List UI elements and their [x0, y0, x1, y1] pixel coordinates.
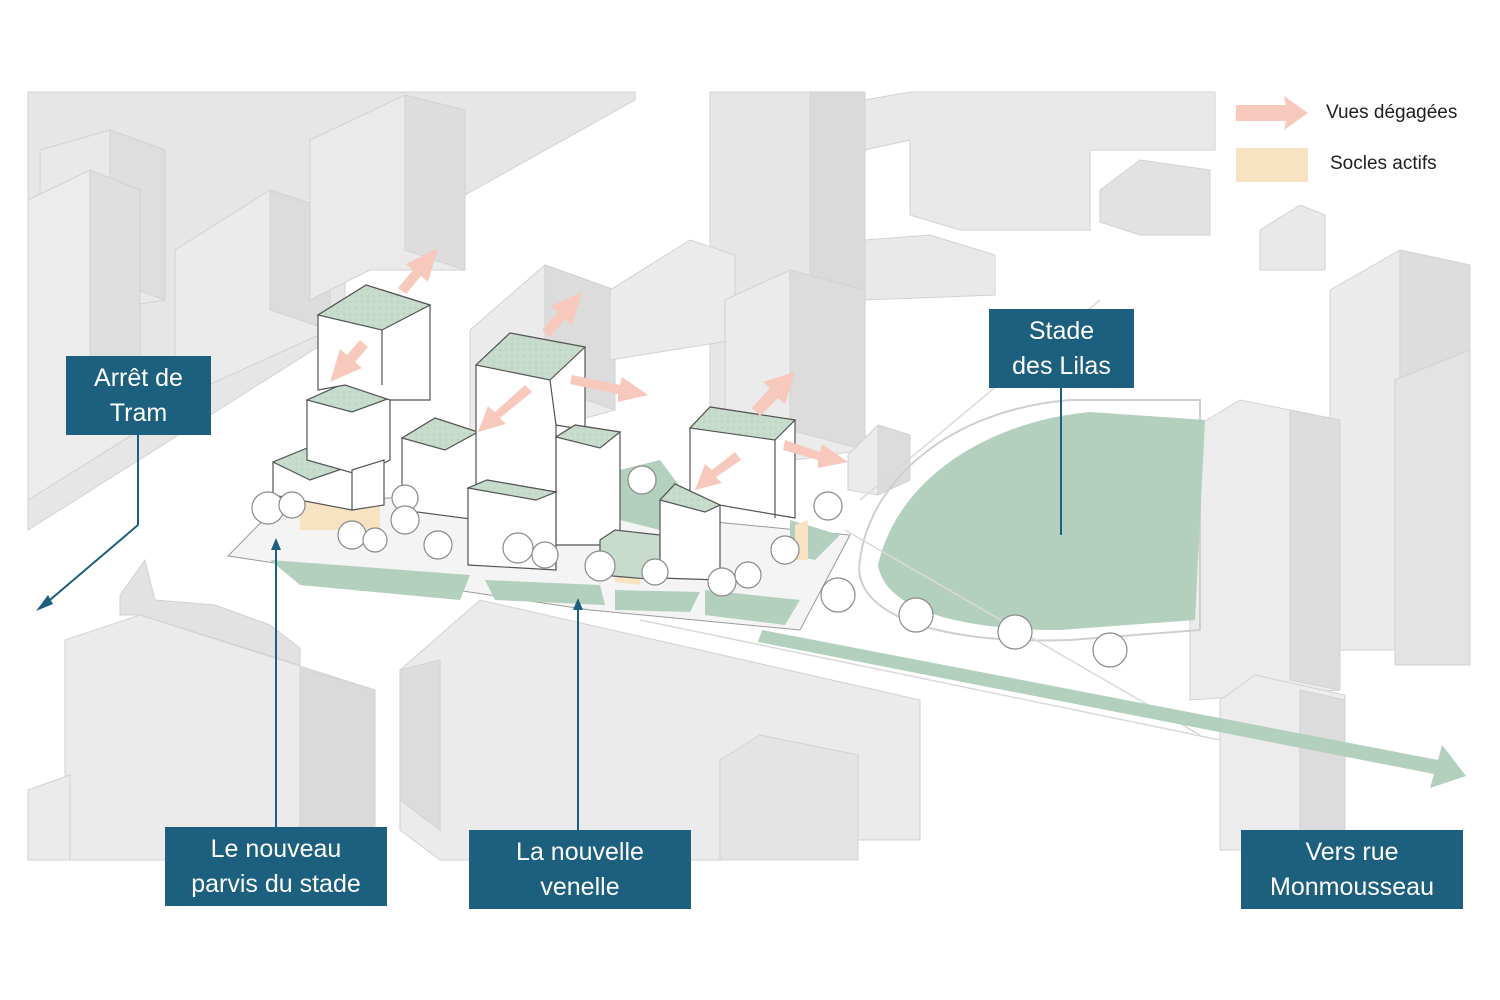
route-arrow	[758, 630, 1466, 788]
view-arrows	[330, 248, 848, 490]
trees	[251, 465, 1128, 668]
callout-stade: Stade des Lilas	[989, 309, 1134, 388]
callout-parvis-line2: parvis du stade	[191, 869, 361, 898]
legend-label-socles: Socles actifs	[1330, 153, 1437, 174]
active-base-legend-swatch	[1236, 148, 1308, 182]
callout-venelle-line2: venelle	[540, 872, 620, 901]
stadium	[858, 399, 1205, 642]
project-buildings	[271, 284, 797, 581]
callout-monmousseau: Vers rue Monmousseau	[1241, 830, 1463, 909]
callout-tram-line2: Tram	[109, 398, 168, 427]
callout-parvis: Le nouveau parvis du stade	[165, 827, 387, 906]
callout-venelle: La nouvelle venelle	[469, 830, 691, 909]
callout-monmousseau-line1: Vers rue	[1305, 837, 1399, 866]
callout-parvis-line1: Le nouveau	[210, 834, 342, 863]
legend-label-vues: Vues dégagées	[1326, 102, 1458, 123]
legend-symbols	[1236, 96, 1308, 182]
callout-stade-line2: des Lilas	[1012, 351, 1111, 380]
view-arrow-legend-icon	[1236, 96, 1308, 130]
callout-tram-line1: Arrêt de	[94, 363, 183, 392]
callout-monmousseau-line2: Monmousseau	[1270, 872, 1434, 901]
context-buildings	[27, 91, 1471, 861]
callout-venelle-line1: La nouvelle	[516, 837, 644, 866]
legend: Vues dégagées Socles actifs	[1226, 90, 1474, 190]
leader-lines	[36, 388, 1062, 830]
callout-stade-line1: Stade	[1028, 316, 1095, 345]
callout-tram: Arrêt de Tram	[66, 356, 211, 435]
